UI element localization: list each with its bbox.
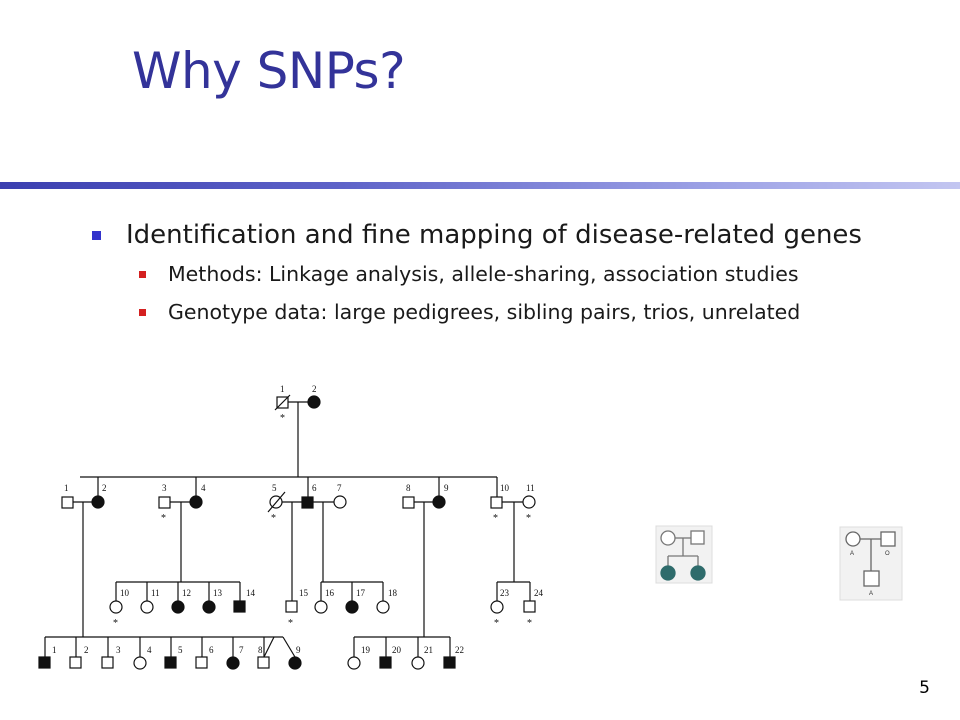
svg-text:*: * <box>526 513 531 524</box>
svg-text:9: 9 <box>296 645 301 655</box>
svg-text:6: 6 <box>209 645 214 655</box>
svg-text:12: 12 <box>182 588 191 598</box>
sub-bullet-genotype: Genotype data: large pedigrees, sibling … <box>139 300 800 324</box>
svg-text:16: 16 <box>325 588 335 598</box>
svg-text:10: 10 <box>120 588 130 598</box>
bullet-square-icon <box>92 230 101 240</box>
svg-text:5: 5 <box>272 483 277 493</box>
svg-text:14: 14 <box>246 588 256 598</box>
svg-text:18: 18 <box>388 588 398 598</box>
bullet-square-icon <box>139 270 146 278</box>
svg-text:21: 21 <box>424 645 433 655</box>
svg-text:*: * <box>493 513 498 524</box>
sub-bullet-text: Genotype data: large pedigrees, sibling … <box>168 300 801 324</box>
svg-text:20: 20 <box>392 645 402 655</box>
svg-text:4: 4 <box>201 483 206 493</box>
svg-text:2: 2 <box>312 384 317 394</box>
svg-text:7: 7 <box>239 645 244 655</box>
svg-text:17: 17 <box>356 588 366 598</box>
trio-figure: A O A <box>839 526 903 601</box>
svg-text:*: * <box>288 618 293 629</box>
svg-text:2: 2 <box>84 645 89 655</box>
svg-text:11: 11 <box>526 483 535 493</box>
svg-text:8: 8 <box>258 645 263 655</box>
svg-text:2: 2 <box>102 483 107 493</box>
svg-text:1: 1 <box>52 645 57 655</box>
svg-text:5: 5 <box>178 645 183 655</box>
sub-bullet-methods: Methods: Linkage analysis, allele-sharin… <box>139 262 799 286</box>
bullet-main: Identification and fine mapping of disea… <box>92 220 862 250</box>
svg-text:3: 3 <box>116 645 121 655</box>
svg-text:7: 7 <box>337 483 342 493</box>
svg-text:1: 1 <box>280 384 285 394</box>
svg-text:*: * <box>113 618 118 629</box>
title-divider <box>0 182 960 189</box>
svg-text:9: 9 <box>444 483 449 493</box>
svg-text:*: * <box>280 413 285 424</box>
svg-text:4: 4 <box>147 645 152 655</box>
svg-text:13: 13 <box>213 588 223 598</box>
sib-pair-figure <box>655 525 713 584</box>
page-number: 5 <box>919 678 930 698</box>
svg-text:11: 11 <box>151 588 160 598</box>
svg-text:A: A <box>850 551 854 557</box>
svg-text:10: 10 <box>500 483 510 493</box>
bullet-main-text: Identification and fine mapping of disea… <box>126 220 862 250</box>
svg-text:*: * <box>527 618 532 629</box>
svg-text:3: 3 <box>162 483 167 493</box>
slide-title: Why SNPs? <box>132 42 406 100</box>
svg-text:22: 22 <box>455 645 464 655</box>
svg-text:24: 24 <box>534 588 544 598</box>
svg-text:O: O <box>885 551 890 557</box>
svg-text:19: 19 <box>361 645 371 655</box>
svg-text:*: * <box>161 513 166 524</box>
svg-text:6: 6 <box>312 483 317 493</box>
svg-text:A: A <box>869 591 873 597</box>
pedigree-female-affected <box>307 395 321 409</box>
svg-text:*: * <box>271 513 276 524</box>
svg-text:23: 23 <box>500 588 510 598</box>
svg-text:15: 15 <box>299 588 309 598</box>
svg-text:8: 8 <box>406 483 411 493</box>
sub-bullet-text: Methods: Linkage analysis, allele-sharin… <box>168 262 799 286</box>
bullet-square-icon <box>139 308 146 316</box>
svg-text:1: 1 <box>64 483 69 493</box>
svg-text:*: * <box>494 618 499 629</box>
